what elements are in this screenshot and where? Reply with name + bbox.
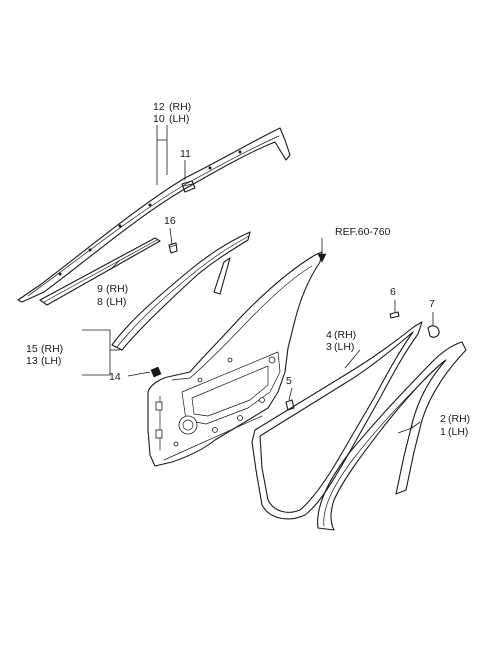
callout-10-side: (LH) [169,113,189,125]
door-weatherstrip [251,321,423,520]
roof-clip [181,180,196,193]
door-frame-molding [111,231,251,351]
callout-3-side: (LH) [334,341,354,353]
roof-weatherstrip [17,127,291,303]
callout-13-side: (LH) [41,355,61,367]
callout-7: 7 [429,298,435,310]
plug-7 [427,325,440,338]
callout-14: 14 [109,371,121,383]
body-side-weatherstrip [317,341,467,531]
callout-2: 2 [440,413,446,425]
front-door-panel [147,251,323,467]
callout-8: 8 [97,296,103,308]
leader-lines [82,125,434,434]
clip-14 [150,366,162,378]
callout-15-side: (RH) [41,343,63,355]
callout-9: 9 [97,283,103,295]
callout-4-side: (RH) [334,329,356,341]
callout-3: 3 [326,341,332,353]
callout-15: 15 [26,343,38,355]
callout-5: 5 [286,375,292,387]
callout-1-side: (LH) [448,426,468,438]
screw-16 [168,242,178,254]
callout-11: 11 [180,148,191,160]
callout-16: 16 [164,215,176,227]
callout-2-side: (RH) [448,413,470,425]
reference-arrow [317,253,327,263]
belt-weatherstrip [39,237,161,306]
callout-13: 13 [26,355,38,367]
callout-12-side: (RH) [169,101,191,113]
callout-6: 6 [390,286,396,298]
clip-6 [389,311,400,319]
callout-12: 12 [153,101,165,113]
reference-label: REF.60-760 [335,226,391,238]
screw-5 [285,399,295,411]
callout-8-side: (LH) [106,296,126,308]
callout-9-side: (RH) [106,283,128,295]
callout-10: 10 [153,113,165,125]
callout-4: 4 [326,329,332,341]
callout-1: 1 [440,426,446,438]
